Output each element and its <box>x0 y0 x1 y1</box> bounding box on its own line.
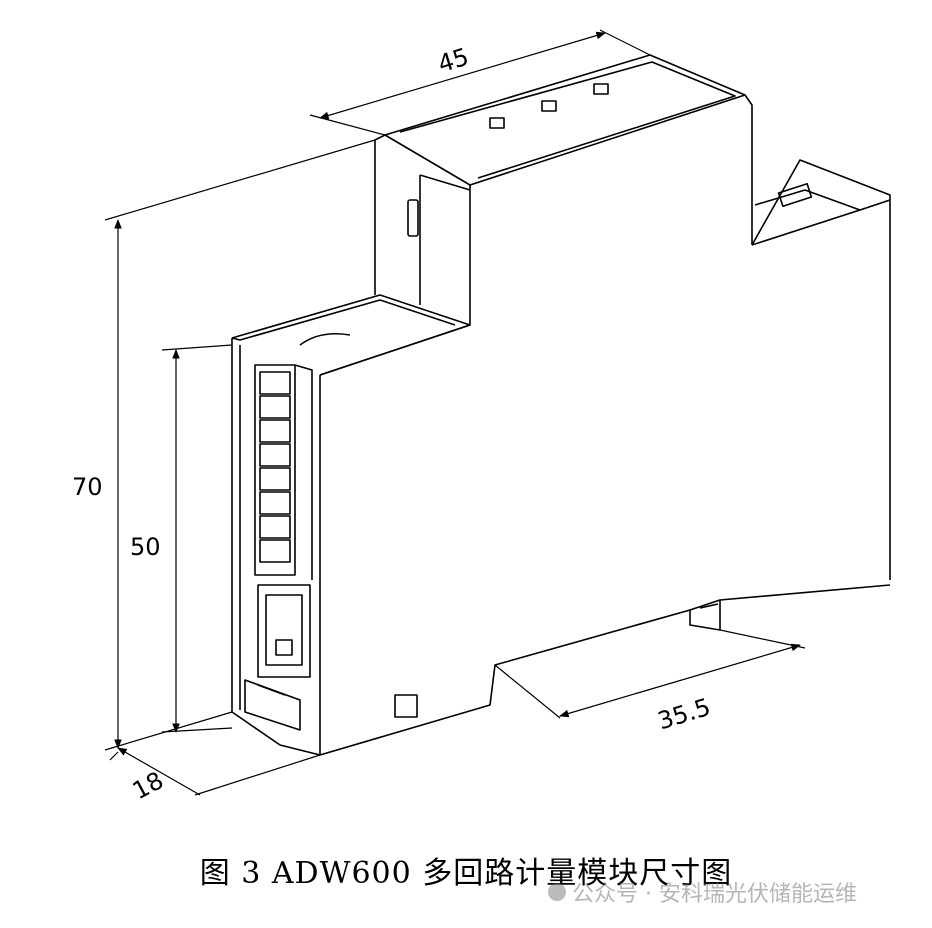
led-window <box>541 100 557 112</box>
figure-caption: 图 3 ADW600 多回路计量模块尺寸图 <box>199 856 733 891</box>
led-window <box>489 117 505 129</box>
dimension-lines <box>104 29 806 796</box>
dim-18-label: 18 <box>128 766 168 805</box>
dim-70-label: 70 <box>72 473 103 501</box>
rj45-port <box>257 584 311 678</box>
device-outline <box>231 54 891 756</box>
dim-45-label: 45 <box>435 43 472 79</box>
dim-50-label: 50 <box>130 533 161 561</box>
wechat-icon <box>548 883 566 901</box>
terminal-block <box>259 371 291 563</box>
dim-35-5-label: 35.5 <box>654 693 713 735</box>
led-window <box>593 83 609 95</box>
watermark-text: 公众号 · 安科瑞光伏储能运维 <box>572 882 857 907</box>
watermark: 公众号 · 安科瑞光伏储能运维 <box>548 876 857 908</box>
